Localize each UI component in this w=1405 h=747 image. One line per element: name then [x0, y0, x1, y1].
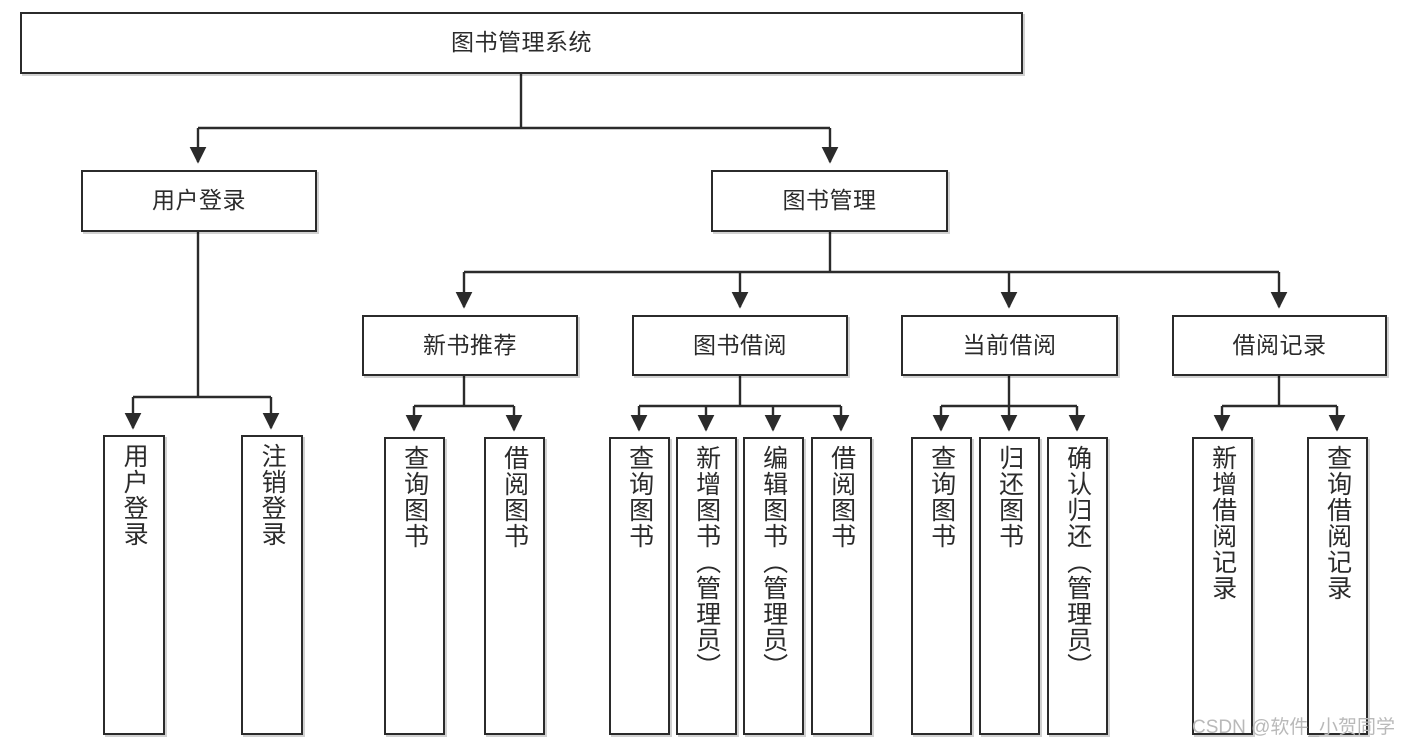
- node-leaf-confirm-return-admin[interactable]: 确认归还（管理员）: [1047, 437, 1108, 735]
- node-label: 用户登录: [152, 187, 246, 214]
- node-leaf-edit-book-admin[interactable]: 编辑图书（管理员）: [743, 437, 804, 735]
- node-borrow-record[interactable]: 借阅记录: [1172, 315, 1387, 376]
- node-label: 注销登录: [258, 443, 287, 547]
- node-label: 借阅图书: [827, 445, 856, 549]
- node-new-book-recommend[interactable]: 新书推荐: [362, 315, 578, 376]
- node-current-borrow[interactable]: 当前借阅: [901, 315, 1118, 376]
- node-label: 图书管理系统: [451, 29, 592, 56]
- node-root-book-management-system[interactable]: 图书管理系统: [20, 12, 1023, 74]
- node-label: 归还图书: [995, 445, 1024, 549]
- node-leaf-query-borrow-record[interactable]: 查询借阅记录: [1307, 437, 1368, 735]
- node-label: 新增借阅记录: [1208, 445, 1237, 601]
- node-leaf-logout-login[interactable]: 注销登录: [241, 435, 303, 735]
- node-leaf-return-book[interactable]: 归还图书: [979, 437, 1040, 735]
- node-leaf-borrow-book-2[interactable]: 借阅图书: [811, 437, 872, 735]
- node-label: 确认归还（管理员）: [1063, 445, 1092, 679]
- node-user-login[interactable]: 用户登录: [81, 170, 317, 232]
- node-book-management[interactable]: 图书管理: [711, 170, 948, 232]
- node-label: 查询图书: [625, 445, 654, 549]
- node-label: 新书推荐: [423, 331, 517, 358]
- node-label: 查询借阅记录: [1323, 445, 1352, 601]
- node-label: 借阅图书: [500, 445, 529, 549]
- node-label: 新增图书（管理员）: [692, 445, 721, 679]
- node-label: 图书管理: [782, 187, 877, 214]
- node-leaf-add-book-admin[interactable]: 新增图书（管理员）: [676, 437, 737, 735]
- node-leaf-query-book-1[interactable]: 查询图书: [384, 437, 445, 735]
- node-label: 用户登录: [120, 443, 149, 547]
- node-label: 当前借阅: [962, 331, 1057, 358]
- node-label: 查询图书: [400, 445, 429, 549]
- node-label: 借阅记录: [1232, 331, 1327, 358]
- node-leaf-user-login[interactable]: 用户登录: [103, 435, 165, 735]
- node-leaf-query-book-2[interactable]: 查询图书: [609, 437, 670, 735]
- csdn-watermark: CSDN @软件_小贺同学: [1192, 717, 1395, 738]
- node-label: 查询图书: [927, 445, 956, 549]
- node-label: 图书借阅: [693, 331, 787, 358]
- node-label: 编辑图书（管理员）: [759, 445, 788, 679]
- node-leaf-add-borrow-record[interactable]: 新增借阅记录: [1192, 437, 1253, 735]
- node-leaf-borrow-book-1[interactable]: 借阅图书: [484, 437, 545, 735]
- node-leaf-query-book-3[interactable]: 查询图书: [911, 437, 972, 735]
- node-book-borrow[interactable]: 图书借阅: [632, 315, 848, 376]
